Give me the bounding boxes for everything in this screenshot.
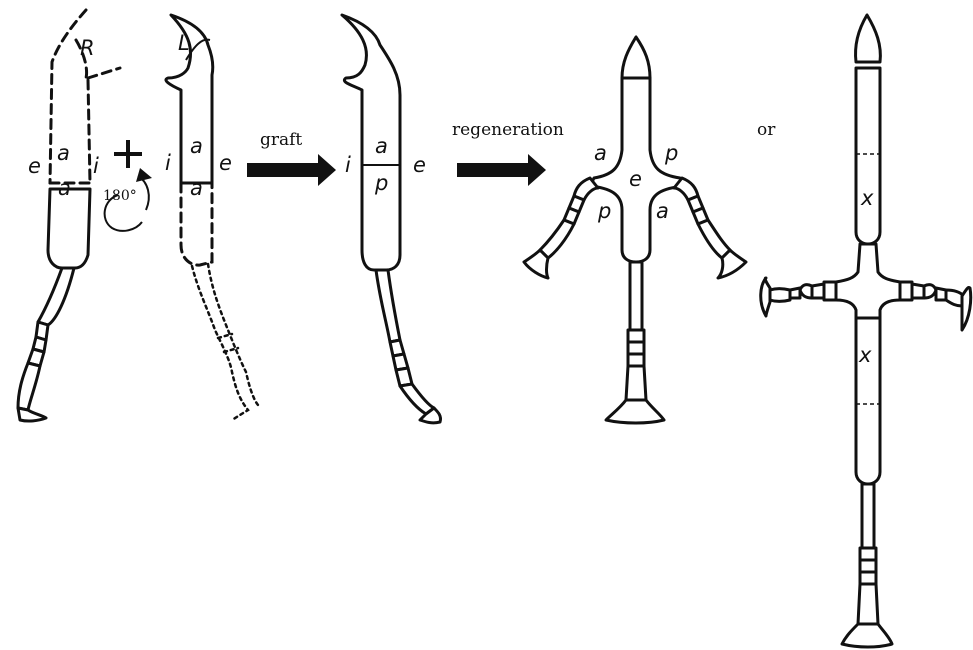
regenerate-left-claw [524, 250, 548, 278]
right-leg-femur [48, 189, 90, 268]
alt-coxa [855, 15, 880, 62]
label-anterior-5: a [375, 134, 388, 158]
right-leg-claw [18, 408, 46, 421]
double-regenerate [524, 37, 746, 423]
label-anterior-1: a [57, 141, 70, 165]
regenerate-coxa [622, 37, 650, 78]
label-supernumerary-1: x [860, 186, 874, 210]
label-external-4: e [629, 167, 642, 191]
label-internal-3: i [345, 153, 351, 177]
label-external-3: e [413, 153, 426, 177]
step-graft: graft [260, 130, 302, 150]
label-anterior-3: a [190, 134, 203, 158]
label-supernumerary-2: x [858, 343, 872, 367]
label-posterior-1: p [374, 171, 388, 195]
label-internal-1: i [93, 154, 99, 178]
label-internal-2: i [165, 151, 171, 175]
regenerate-tibia [630, 262, 642, 330]
alt-left-claw [761, 278, 770, 316]
regeneration-arrow-icon [457, 154, 546, 186]
label-anterior-2: a [58, 176, 71, 200]
label-anterior-4: a [190, 176, 203, 200]
label-posterior-2: p [664, 141, 678, 165]
grafted-leg-femur [342, 15, 400, 270]
alternative-regenerate [761, 15, 971, 647]
label-anterior-7: a [656, 199, 669, 223]
plus-sign [114, 140, 142, 168]
label-external-1: e [28, 154, 41, 178]
label-anterior-6: a [594, 141, 607, 165]
alt-tibia [862, 484, 874, 548]
grafted-leg-tibia [376, 270, 400, 342]
alt-upper-femur [856, 68, 880, 244]
label-left-leg: L [178, 31, 190, 55]
right-leg-tarsus [18, 363, 40, 410]
label-external-2: e [219, 151, 232, 175]
alt-bottom-claw [842, 624, 892, 647]
alt-junction [836, 244, 900, 318]
step-regeneration: regeneration [452, 120, 564, 140]
label-posterior-3: p [597, 199, 611, 223]
label-rotation: 180° [103, 188, 137, 204]
step-or: or [757, 120, 776, 140]
alt-right-claw [962, 287, 971, 330]
label-right-leg: R [80, 36, 95, 60]
graft-arrow-icon [247, 154, 336, 186]
left-leg-donor [166, 15, 258, 420]
right-leg-tibia [38, 268, 74, 325]
regenerate-bottom-claw [606, 400, 664, 423]
grafted-leg [342, 15, 441, 423]
